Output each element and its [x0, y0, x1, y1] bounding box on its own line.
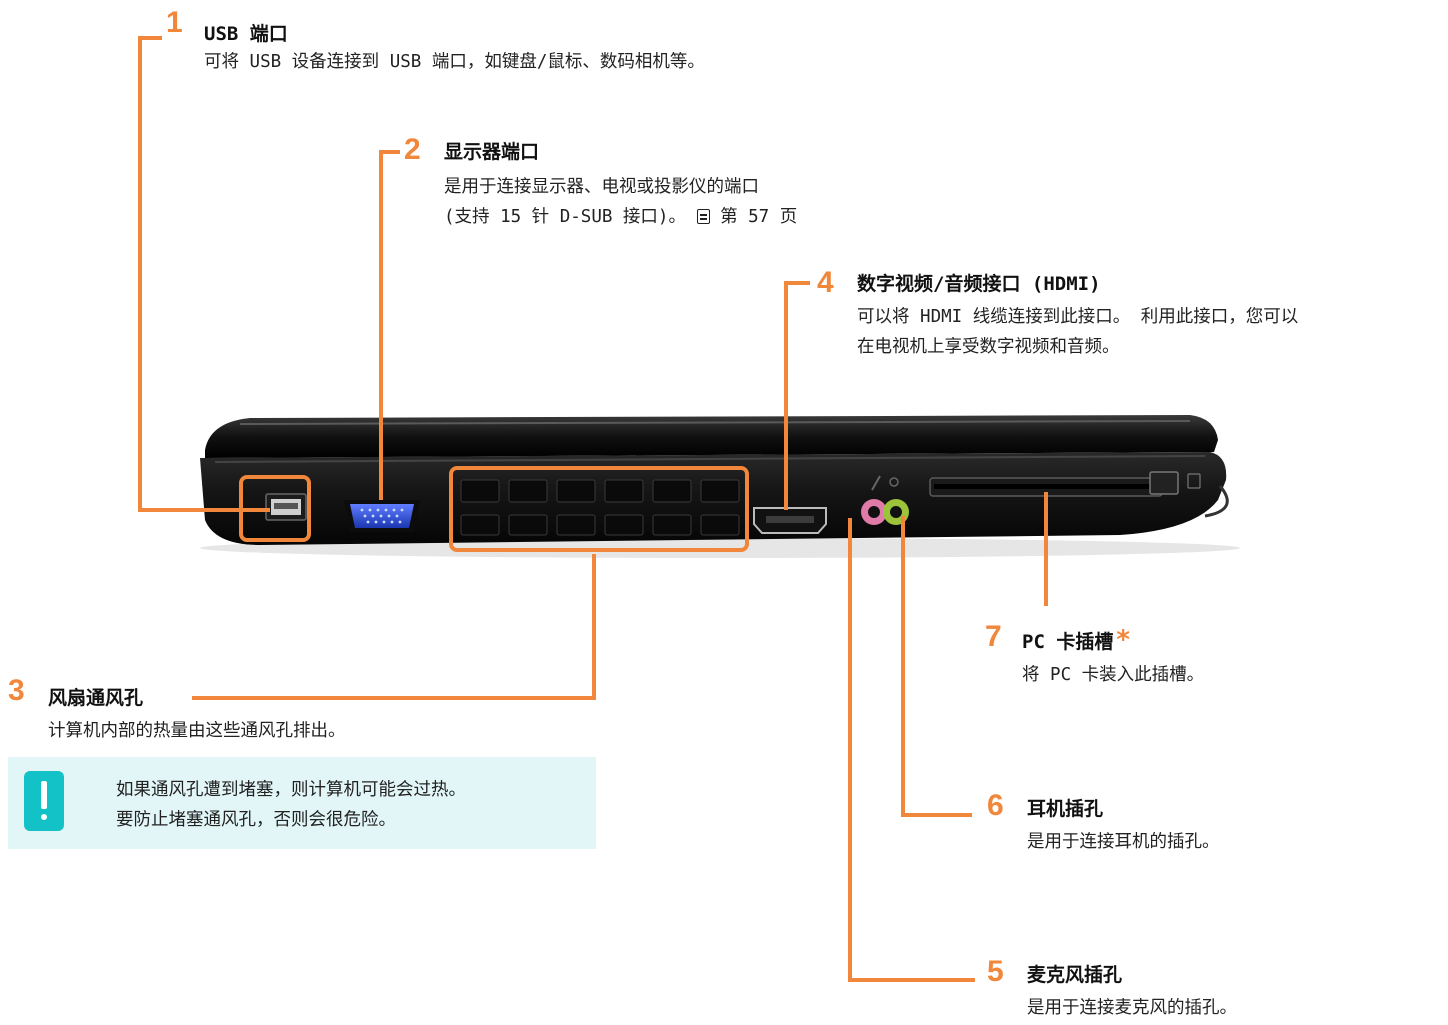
usb-port — [265, 493, 307, 521]
callout-number-1: 1 — [166, 6, 183, 39]
warning-note: 如果通风孔遭到堵塞，则计算机可能会过热。 要防止堵塞通风孔，否则会很危险。 — [8, 757, 596, 849]
callout-number-6: 6 — [987, 789, 1004, 822]
callout-title-hdmi: 数字视频/音频接口 (HDMI) — [857, 273, 1101, 295]
callout-line-1 — [138, 36, 270, 512]
page-reference-text: 第 57 页 — [720, 207, 798, 227]
callout-desc-headphone-jack: 是用于连接耳机的插孔。 — [1027, 832, 1220, 852]
callout-line-4 — [784, 281, 810, 510]
callout-line-5 — [848, 518, 975, 982]
callout-desc-fan-vent: 计算机内部的热量由这些通风孔排出。 — [48, 721, 346, 741]
callout-number-2: 2 — [404, 133, 421, 166]
pc-card-title-text: PC 卡插槽 — [1022, 631, 1114, 653]
callout-desc-usb-port: 可将 USB 设备连接到 USB 端口，如键盘/鼠标、数码相机等。 — [204, 52, 705, 72]
callout-title-headphone-jack: 耳机插孔 — [1027, 798, 1104, 820]
callout-number-5: 5 — [987, 955, 1004, 988]
warning-line-1: 如果通风孔遭到堵塞，则计算机可能会过热。 — [116, 780, 466, 800]
callout-title-pc-card-slot: PC 卡插槽* — [1022, 625, 1131, 655]
callout-number-3: 3 — [8, 674, 25, 707]
callout-line-2 — [379, 150, 400, 500]
vent-highlight — [449, 466, 749, 552]
callout-title-fan-vent: 风扇通风孔 — [48, 687, 144, 709]
exclamation-icon — [24, 771, 64, 831]
callout-desc-display-port-text: (支持 15 针 D-SUB 接口)。 — [444, 207, 686, 227]
callout-desc-display-port-line1: 是用于连接显示器、电视或投影仪的端口 — [444, 177, 759, 197]
callout-line-3 — [192, 554, 596, 700]
callout-title-display-port: 显示器端口 — [444, 141, 540, 163]
page-reference-icon — [696, 209, 710, 224]
callout-number-7: 7 — [985, 620, 1002, 653]
warning-text: 如果通风孔遭到堵塞，则计算机可能会过热。 要防止堵塞通风孔，否则会很危险。 — [116, 775, 466, 835]
callout-desc-hdmi-line2: 在电视机上享受数字视频和音频。 — [857, 337, 1120, 357]
callout-title-microphone-jack: 麦克风插孔 — [1027, 964, 1123, 986]
callout-line-6 — [901, 516, 972, 817]
vga-port — [344, 500, 420, 532]
callout-number-4: 4 — [817, 266, 834, 299]
asterisk-mark: * — [1115, 625, 1131, 655]
callout-desc-pc-card-slot: 将 PC 卡装入此插槽。 — [1022, 665, 1205, 685]
fan-vents — [460, 479, 740, 536]
callout-desc-hdmi-line1: 可以将 HDMI 线缆连接到此接口。 利用此接口，您可以 — [857, 307, 1299, 327]
callout-desc-display-port-line2: (支持 15 针 D-SUB 接口)。 第 57 页 — [444, 202, 797, 232]
hdmi-port — [753, 507, 827, 534]
laptop-lid — [205, 415, 1218, 458]
callout-title-usb-port: USB 端口 — [204, 23, 288, 45]
microphone-jack — [861, 475, 887, 525]
warning-line-2: 要防止堵塞通风孔，否则会很危险。 — [116, 810, 396, 830]
callout-desc-microphone-jack: 是用于连接麦克风的插孔。 — [1027, 998, 1237, 1018]
